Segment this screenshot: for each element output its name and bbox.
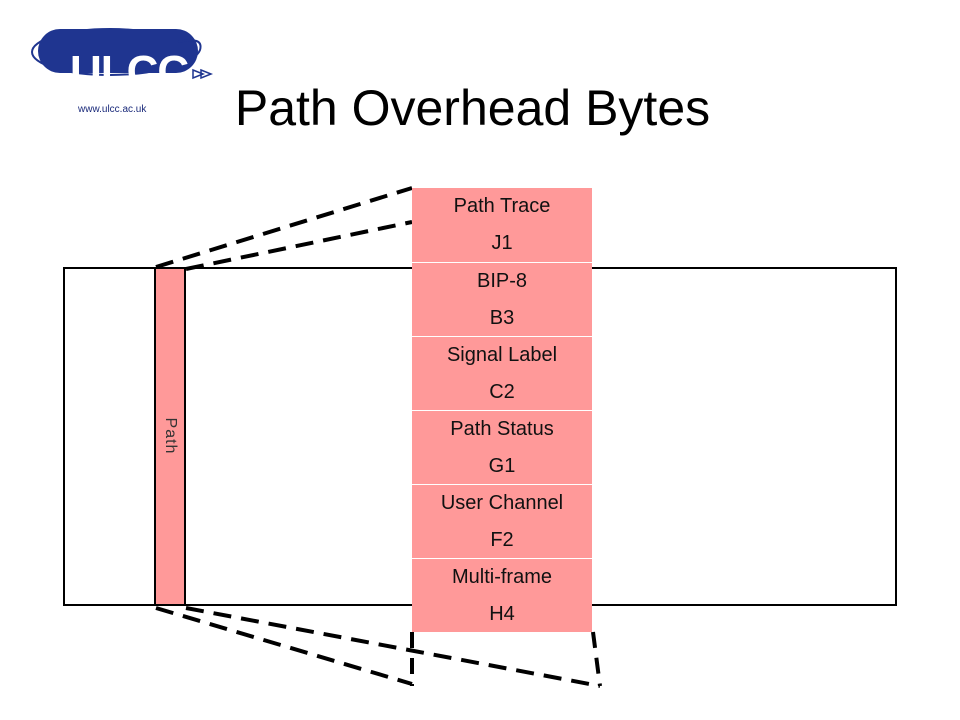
page-title: Path Overhead Bytes bbox=[234, 80, 711, 136]
ulcc-logo: ULCC www.ulcc.ac.uk bbox=[28, 22, 228, 115]
byte-code: H4 bbox=[489, 603, 515, 625]
overhead-byte-path-status: Path Status G1 bbox=[412, 410, 592, 484]
overhead-byte-path-trace: Path Trace J1 bbox=[412, 188, 592, 262]
byte-name: BIP-8 bbox=[476, 270, 528, 292]
logo-graphic bbox=[31, 28, 214, 80]
byte-code: F2 bbox=[490, 529, 514, 551]
byte-name: Path Status bbox=[450, 418, 554, 440]
path-column-label: Path bbox=[162, 417, 179, 455]
overhead-byte-user-channel: User Channel F2 bbox=[412, 484, 592, 558]
overhead-byte-multi-frame: Multi-frame H4 bbox=[412, 558, 592, 632]
byte-name: Multi-frame bbox=[451, 566, 552, 588]
byte-code: C2 bbox=[489, 381, 515, 403]
overhead-byte-bip8: BIP-8 B3 bbox=[412, 262, 592, 336]
logo-wordmark: ULCC bbox=[70, 47, 189, 96]
byte-name: Signal Label bbox=[446, 344, 558, 366]
dashed-line-bottom-outer bbox=[155, 606, 413, 686]
byte-code: J1 bbox=[491, 232, 513, 254]
byte-name: User Channel bbox=[440, 492, 564, 514]
overhead-byte-stack: Path Trace J1 BIP-8 B3 Signal Label C2 P… bbox=[412, 188, 592, 632]
overhead-byte-signal-label: Signal Label C2 bbox=[412, 336, 592, 410]
dashed-line-top-inner bbox=[185, 220, 413, 271]
path-column bbox=[154, 267, 186, 606]
dashed-line-stack-right bbox=[591, 631, 602, 687]
dashed-line-top-outer bbox=[155, 186, 413, 269]
byte-code: G1 bbox=[488, 455, 516, 477]
byte-name: Path Trace bbox=[453, 195, 551, 217]
byte-code: B3 bbox=[489, 307, 515, 329]
logo-url: www.ulcc.ac.uk bbox=[78, 104, 147, 115]
